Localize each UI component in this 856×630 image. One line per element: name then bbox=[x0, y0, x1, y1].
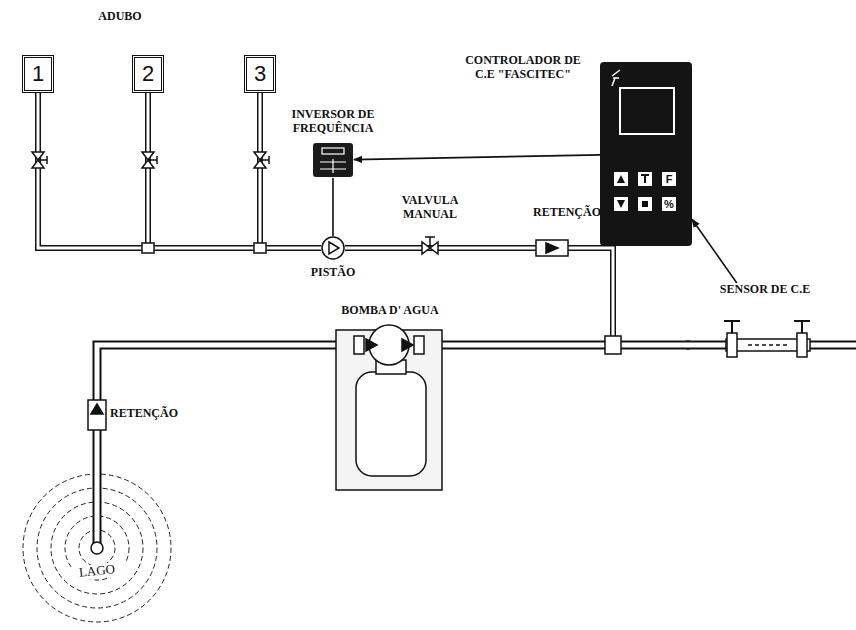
controller-label: CONTROLADOR DE C.E "FASCITEC" bbox=[458, 54, 588, 82]
fertilizer-tank: 3 bbox=[244, 55, 276, 93]
inverter-label: INVERSOR DE FREQUÊNCIA bbox=[285, 108, 381, 136]
piston-label: PISTÃO bbox=[291, 266, 375, 280]
piston-pump: PISTÃO bbox=[321, 236, 345, 260]
signal-arrow bbox=[692, 219, 737, 283]
piston-symbol bbox=[321, 236, 345, 260]
pipe bbox=[38, 93, 321, 248]
sensor-label: SENSOR DE C.E bbox=[690, 283, 840, 297]
part-label: RETENÇÃO bbox=[512, 206, 622, 220]
tank-number: 1 bbox=[32, 61, 44, 86]
lake: LAGO bbox=[17, 468, 177, 628]
inverter-body bbox=[312, 142, 354, 178]
fertilizer-tank: 2 bbox=[132, 55, 164, 93]
button-label: F bbox=[662, 172, 676, 186]
main-pipe-out bbox=[686, 345, 856, 346]
signal-arrow bbox=[354, 155, 600, 160]
button-label: % bbox=[662, 197, 676, 211]
controller-body bbox=[600, 62, 692, 246]
ec-sensor: SENSOR DE C.E bbox=[690, 283, 840, 363]
fertilizer-tank: 1 bbox=[22, 55, 54, 93]
part-label: BOMBA D' AGUA bbox=[310, 304, 470, 318]
part-label: ADUBO bbox=[80, 10, 160, 24]
signal-arrow bbox=[333, 178, 334, 236]
frequency-inverter: INVERSOR DE FREQUÊNCIA bbox=[312, 142, 354, 178]
tank-valves bbox=[32, 152, 269, 168]
water-pump bbox=[336, 325, 442, 490]
lake-label: LAGO bbox=[66, 561, 127, 582]
tank-number: 2 bbox=[142, 61, 154, 86]
lake-ripples bbox=[17, 468, 177, 628]
tank-number: 3 bbox=[254, 61, 266, 86]
part-label: RETENÇÃO bbox=[110, 407, 210, 421]
check-valve-lower bbox=[88, 400, 106, 430]
manual-valve bbox=[422, 237, 438, 254]
ec-controller: CONTROLADOR DE C.E "FASCITEC" bbox=[600, 62, 692, 246]
check-valve-upper bbox=[536, 240, 568, 256]
part-label: VALVULA MANUAL bbox=[392, 194, 468, 222]
